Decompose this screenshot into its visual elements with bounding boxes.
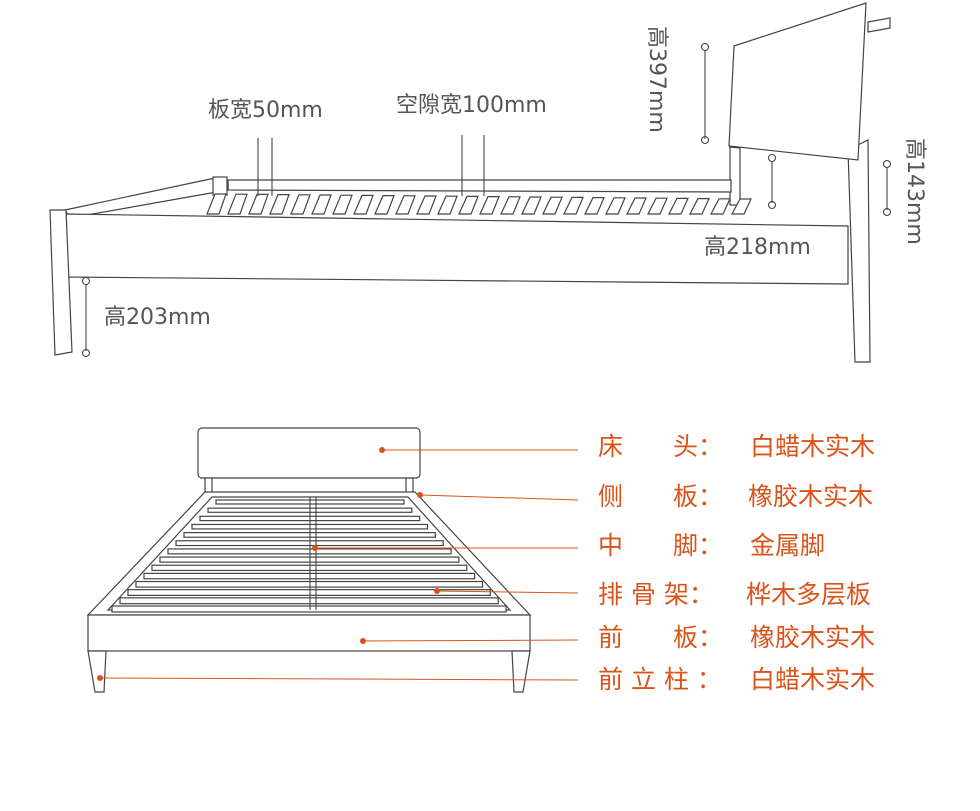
front-leg-right — [511, 650, 531, 693]
gap-width-label: 空隙宽100mm — [396, 93, 547, 118]
headboard-panel — [728, 2, 867, 161]
side-slat — [227, 193, 248, 215]
side-slat — [605, 197, 626, 215]
side-slat — [710, 198, 731, 215]
material-side-panel: 橡胶木实木 — [748, 482, 873, 511]
side-slat — [416, 195, 437, 215]
side-slat — [395, 195, 416, 215]
perspective-slat — [111, 605, 507, 613]
left-top-rail — [64, 177, 229, 219]
perspective-slat — [127, 589, 491, 596]
side-slat — [668, 197, 689, 215]
headboard-post-left — [729, 146, 741, 206]
part-center-leg: 中 脚： — [598, 531, 723, 560]
side-slat — [332, 194, 353, 215]
perspective-slat — [119, 597, 499, 605]
back-rail — [227, 179, 732, 193]
materials-list: 床 头： 白蜡木实木 侧 板： 橡胶木实木 中 脚： 金属脚 排 骨 架： 桦木… — [598, 432, 875, 694]
material-headboard: 白蜡木实木 — [750, 432, 875, 461]
part-headboard: 床 头： — [598, 432, 723, 461]
side-slat — [311, 194, 332, 215]
side-slats — [206, 193, 752, 215]
headboard-height-label: 高397mm — [644, 26, 669, 133]
material-front-post: 白蜡木实木 — [750, 665, 875, 694]
side-slat — [269, 194, 290, 215]
material-front-panel: 橡胶木实木 — [750, 623, 875, 652]
headboard — [197, 427, 421, 479]
side-slat — [521, 196, 542, 215]
headboard-post-right — [847, 139, 871, 363]
rail-height-label: 高218mm — [704, 235, 811, 260]
side-slat — [626, 197, 647, 215]
headboard-back-stub — [867, 17, 891, 33]
front-left-leg — [49, 209, 73, 356]
front-panel — [87, 614, 531, 652]
side-slat — [458, 195, 479, 215]
post-height-label: 高143mm — [902, 138, 927, 245]
perspective-drawing — [86, 427, 532, 693]
side-slat — [248, 193, 269, 215]
side-slat — [290, 194, 311, 215]
side-slat — [584, 197, 605, 215]
dimension-lines — [81, 42, 892, 358]
side-slat — [353, 194, 374, 215]
part-slat-frame: 排 骨 架： — [598, 580, 714, 609]
side-slat — [563, 196, 584, 215]
part-side-panel: 侧 板： — [598, 482, 723, 511]
part-front-post: 前 立 柱 ： — [598, 665, 722, 694]
side-slat — [206, 193, 227, 215]
side-slat — [479, 196, 500, 215]
leader-lines — [97, 447, 579, 681]
side-slat — [500, 196, 521, 215]
rear-left-post — [212, 176, 228, 196]
side-slat — [647, 197, 668, 215]
leg-height-label: 高203mm — [104, 305, 211, 330]
side-slat — [731, 198, 752, 215]
side-view-drawing: 板宽50mm 空隙宽100mm 高397mm 高143mm 高218mm 高20… — [49, 2, 927, 363]
part-front-panel: 前 板： — [598, 623, 723, 652]
perspective-slat — [151, 564, 468, 572]
side-slat — [689, 198, 710, 215]
side-slat — [437, 195, 458, 215]
side-slat — [374, 195, 395, 215]
slat-width-label: 板宽50mm — [208, 98, 323, 123]
material-slat-frame: 桦木多层板 — [746, 580, 871, 609]
perspective-slat — [135, 580, 484, 588]
material-center-leg: 金属脚 — [750, 531, 825, 560]
perspective-slat — [143, 572, 476, 580]
front-leg-left — [87, 650, 107, 693]
side-slat — [542, 196, 563, 215]
